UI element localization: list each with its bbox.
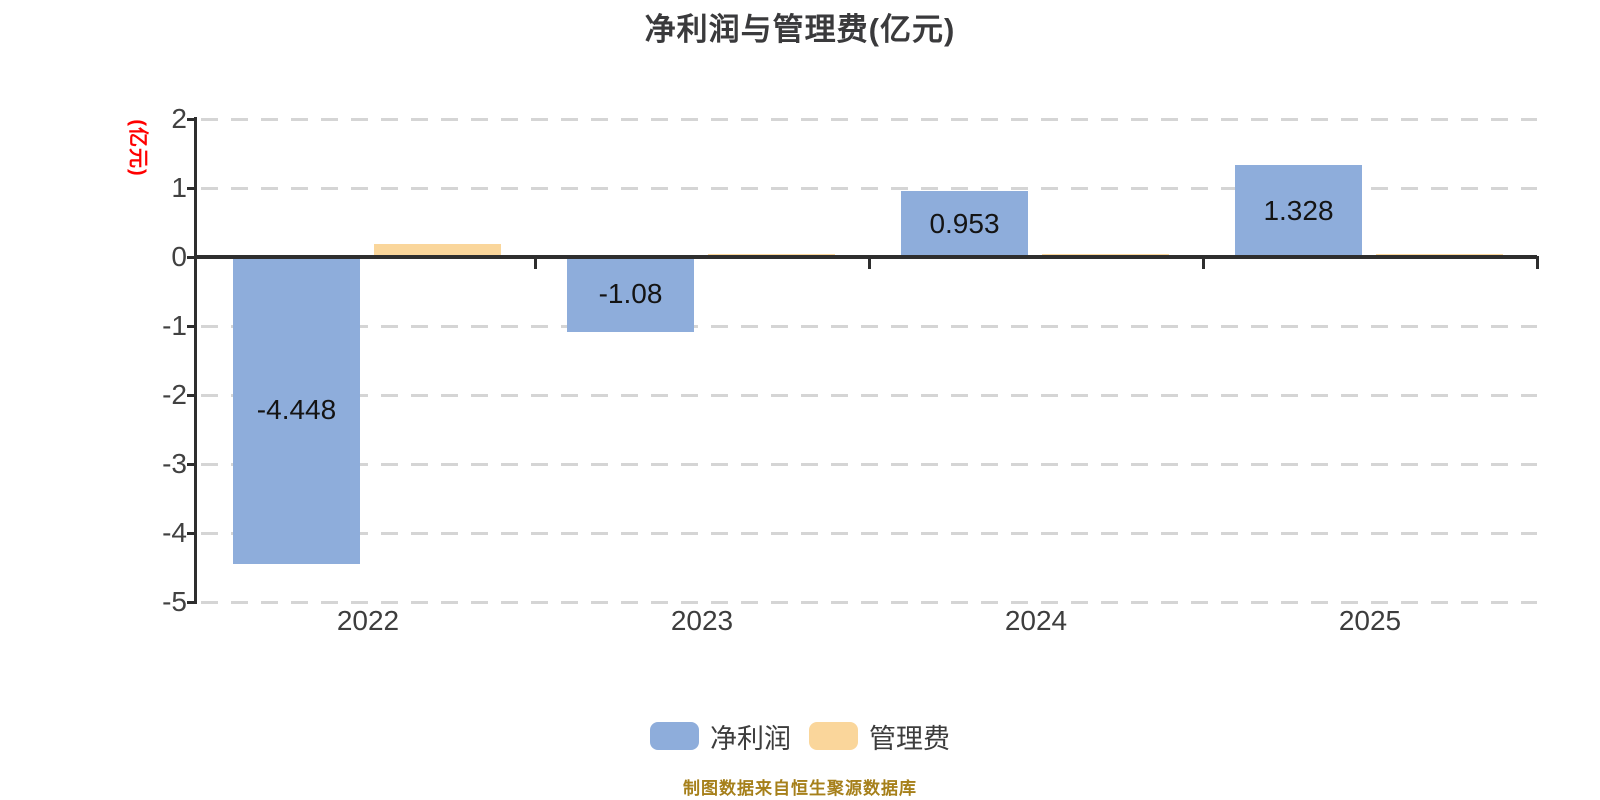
data-source-note: 制图数据来自恒生聚源数据库 [683, 779, 917, 798]
gridline [201, 324, 1537, 328]
gridline [201, 531, 1537, 535]
gridline [201, 186, 1537, 190]
x-axis-tick [867, 256, 871, 269]
y-tick-label: -2 [162, 379, 187, 410]
bar-value-label: 1.328 [1263, 195, 1334, 227]
y-tick-label: -3 [162, 448, 187, 479]
gridline [201, 462, 1537, 466]
legend-item: 管理费 [809, 717, 950, 756]
legend-label: 净利润 [710, 723, 791, 754]
y-axis-tick [187, 186, 195, 190]
y-axis-tick [187, 324, 195, 328]
bar-value-label: -1.08 [598, 278, 663, 310]
legend-label: 管理费 [869, 723, 950, 754]
y-axis-tick [187, 462, 195, 466]
y-tick-label: -4 [162, 517, 187, 548]
zero-axis-line [195, 255, 1537, 259]
y-tick-label: -1 [162, 310, 187, 341]
x-tick-label: 2023 [670, 605, 734, 636]
y-axis-tick [187, 393, 195, 397]
x-tick-label: 2022 [336, 605, 400, 636]
y-tick-label: 0 [171, 241, 187, 272]
bar-mgmt-fee-2022 [374, 243, 501, 257]
legend-swatch-net-profit [650, 722, 699, 750]
gridline [201, 600, 1537, 604]
y-tick-label: 2 [171, 103, 187, 134]
gridline [201, 393, 1537, 397]
x-axis-tick [1535, 256, 1539, 269]
gridline [201, 117, 1537, 121]
x-axis-tick [533, 256, 537, 269]
bar-net-profit-2022 [233, 257, 360, 564]
y-axis-line [194, 117, 197, 604]
y-axis-tick [187, 531, 195, 535]
x-tick-label: 2025 [1338, 605, 1402, 636]
x-tick-label: 2024 [1004, 605, 1068, 636]
bar-net-profit-2025 [1235, 165, 1362, 257]
y-tick-label: 1 [171, 172, 187, 203]
chart-title: 净利润与管理费(亿元) [644, 12, 956, 47]
y-axis-tick [187, 117, 195, 121]
legend-item: 净利润 [650, 717, 791, 756]
y-axis-tick [187, 600, 195, 604]
bar-net-profit-2024 [901, 191, 1028, 257]
bar-value-label: -4.448 [256, 394, 337, 426]
y-axis-tick [187, 255, 195, 259]
legend: 净利润 管理费 [0, 721, 1600, 754]
bar-net-profit-2023 [567, 257, 694, 332]
legend-swatch-mgmt-fee [809, 722, 858, 750]
bar-value-label: 0.953 [929, 208, 1000, 240]
y-tick-label: -5 [162, 586, 187, 617]
x-axis-tick [1201, 256, 1205, 269]
